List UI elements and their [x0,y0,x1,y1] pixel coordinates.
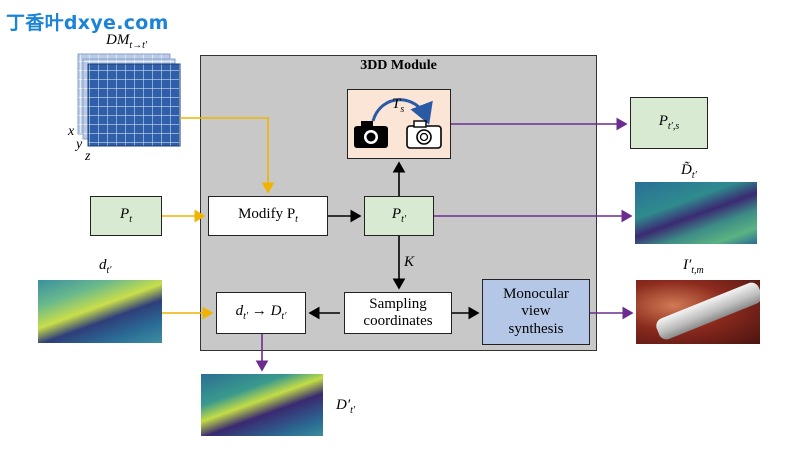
dtilde-depth-image [635,182,757,244]
dm-label: DMt→t′ [106,32,148,51]
convert-box: dt′ → Dt′ [216,292,306,334]
itm-label: I′t,m [683,257,704,276]
ts-label: Ts [392,96,405,115]
camera-icon [354,121,388,148]
dtilde-label: D̃t′ [681,162,697,181]
watermark: 丁香叶dxye.com [6,12,169,34]
dprime-depth-image [201,374,323,436]
dprime-label: D′t′ [336,397,356,416]
transform-arc-icon [371,98,433,125]
dm-grid-stack-icon [77,53,181,147]
synthesized-view-image [636,280,760,344]
axis-x-label: x [68,124,75,139]
axis-z-label: z [85,149,91,164]
modify-box: Modify Pt [208,196,328,236]
ptprime-box: Pt′ [364,196,434,236]
dt-depth-image [38,280,162,343]
arrow-dm-to-modify [180,117,275,194]
camera-outline-icon [406,120,442,149]
pt-box: Pt [90,196,162,236]
module-title: 3DD Module [360,58,437,73]
axis-y-label: y [76,137,83,152]
ptps-box: Pt′,s [630,97,708,149]
k-label: K [404,254,415,270]
dt-label: dt′ [99,257,112,276]
